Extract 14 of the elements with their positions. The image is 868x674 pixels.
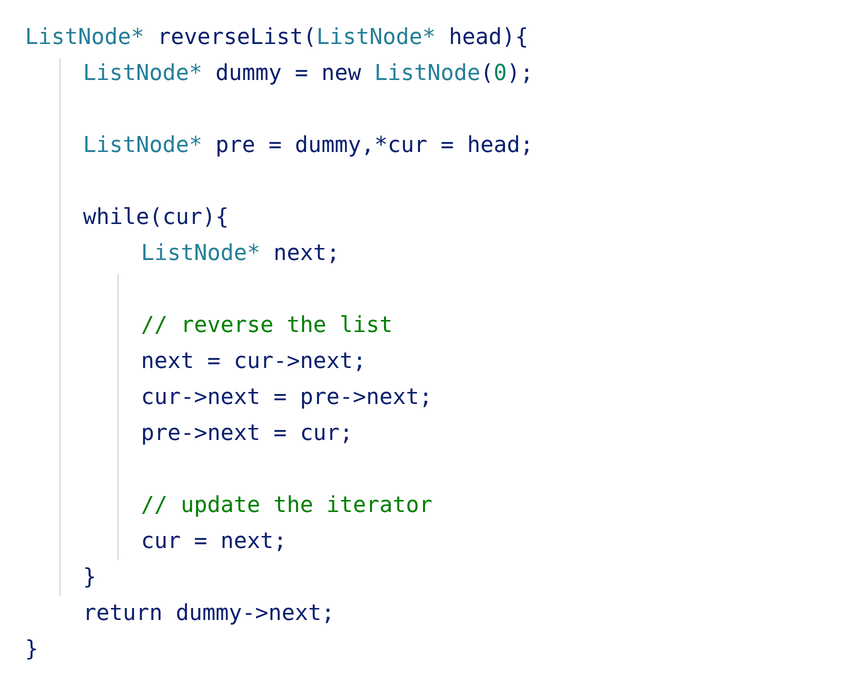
code-line: pre->next = cur; — [141, 420, 353, 448]
code-line: ListNode* dummy = new ListNode(0); — [83, 60, 534, 88]
code-line: } — [25, 636, 38, 664]
code-line: } — [83, 564, 96, 592]
code-line: ListNode* pre = dummy,*cur = head; — [83, 132, 534, 160]
code-line: return dummy->next; — [83, 600, 335, 628]
code-line: while(cur){ — [83, 204, 229, 232]
code-line: // update the iterator — [141, 492, 432, 520]
code-line: // reverse the list — [141, 312, 393, 340]
code-line: cur->next = pre->next; — [141, 384, 432, 412]
code-line: ListNode* reverseList(ListNode* head){ — [25, 24, 528, 52]
code-line: next = cur->next; — [141, 348, 366, 376]
code-line: cur = next; — [141, 528, 287, 556]
code-line: ListNode* next; — [141, 240, 340, 268]
